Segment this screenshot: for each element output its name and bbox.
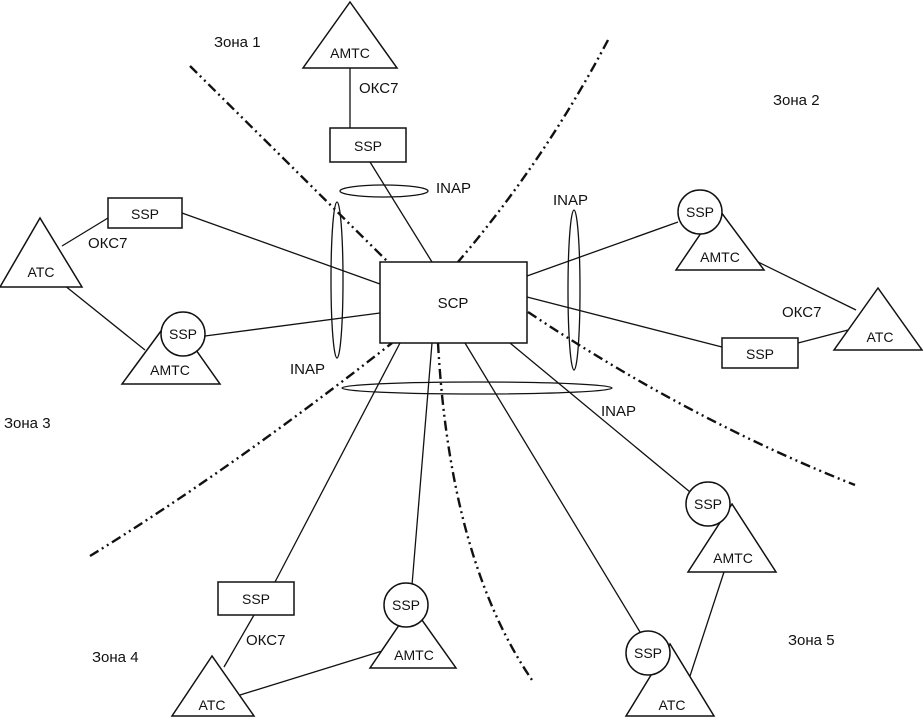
inap-ellipse-top [339, 184, 429, 198]
link-ssp1-scp [369, 161, 433, 263]
okc7-label-zone1: ОКС7 [359, 80, 398, 97]
inap-ellipse-left [330, 201, 344, 359]
ssp-label-zone4-box: SSP [242, 591, 270, 607]
link-ats3-amtc3 [63, 284, 146, 351]
link-scp-ssp4b [411, 342, 433, 586]
ssp-circle-zone5a [685, 481, 731, 527]
link-scp-ssp5a [509, 342, 691, 493]
zone-1-nodes: AMTC ОКС7 SSP INAP [301, 0, 471, 197]
link-amtc2-ats2 [757, 261, 857, 311]
link-amtc4-ats4 [239, 647, 393, 696]
ssp-label-zone3-box: SSP [131, 206, 159, 222]
boundary-zone1-zone3 [189, 65, 389, 263]
ats-label-zone2: ATC [867, 329, 894, 345]
ats-triangle-zone5 [624, 642, 716, 717]
ssp-label-zone3-circle: SSP [169, 326, 197, 342]
okc7-label-zone2: ОКС7 [782, 304, 821, 321]
ssp-label-zone2-circle: SSP [686, 204, 714, 220]
zone-2-label: Зона 2 [773, 92, 820, 109]
scp-box [379, 261, 528, 344]
scp-node: SCP [379, 261, 528, 344]
zone-5-label: Зона 5 [788, 632, 835, 649]
inap-label-bottom: INAP [601, 403, 636, 420]
link-scp-ssp5b [464, 342, 641, 633]
boundary-zone2-zone5 [527, 311, 856, 487]
okc7-label-zone4: ОКС7 [246, 632, 285, 649]
amtc-label-zone3: AMTC [150, 362, 190, 378]
ssp-label-zone5b: SSP [634, 645, 662, 661]
amtc-label-zone1: AMTC [330, 45, 370, 61]
ssp-box-zone2 [721, 337, 799, 369]
ssp-circle-zone3 [160, 311, 206, 357]
ssp-box-zone4 [217, 581, 295, 616]
zone-1-label: Зона 1 [214, 34, 261, 51]
okc7-label-zone3: ОКС7 [88, 235, 127, 252]
ssp-label-zone2-box: SSP [746, 346, 774, 362]
ats-label-zone3: ATC [28, 264, 55, 280]
amtc-label-zone5: AMTC [713, 550, 753, 566]
ssp-box-zone3 [107, 197, 183, 229]
connections [61, 68, 857, 696]
link-ssp3b-scp [204, 312, 381, 337]
amtc-triangle-zone2 [674, 206, 766, 271]
zone-3-nodes: SSP ОКС7 ATC AMTC SSP INAP [0, 197, 325, 385]
boundary-zone3-zone4 [89, 342, 393, 558]
ats-triangle-zone4 [170, 654, 256, 717]
boundary-zone4-zone5 [436, 342, 533, 681]
ats-label-zone4: ATC [199, 697, 226, 713]
amtc-triangle-zone1 [301, 0, 399, 69]
zone-5-nodes: INAP AMTC SSP ATC SSP [601, 403, 778, 717]
zone-boundaries [89, 39, 856, 681]
amtc-triangle-zone4 [368, 604, 458, 669]
inap-ellipse-bottom [341, 381, 613, 395]
inap-ellipse-right [567, 209, 581, 371]
scp-label: SCP [438, 295, 469, 312]
ssp-circle-zone2 [677, 189, 723, 235]
amtc-triangle-zone5 [686, 502, 778, 573]
link-ssp2b-scp [526, 296, 723, 348]
ats-triangle-zone3 [0, 216, 84, 288]
ssp-label-zone4-circle: SSP [392, 597, 420, 613]
ats-triangle-zone2 [832, 286, 923, 351]
zone-labels: Зона 1 Зона 2 Зона 3 Зона 4 Зона 5 [4, 34, 835, 666]
zone-2-nodes: INAP AMTC SSP ОКС7 ATC SSP [553, 189, 923, 369]
amtc-label-zone2: AMTC [700, 249, 740, 265]
ssp-label-zone1: SSP [354, 138, 382, 154]
link-ssp2b-ats2 [797, 329, 849, 344]
zone-4-label: Зона 4 [92, 649, 139, 666]
inap-label-right: INAP [553, 192, 588, 209]
ssp-circle-zone4 [383, 582, 429, 628]
link-amtc5-ats5 [689, 571, 725, 677]
ats-label-zone5: ATC [659, 697, 686, 713]
ssp-box-zone1 [329, 127, 407, 163]
link-scp-ssp4a [274, 342, 401, 583]
link-ssp2a-scp [526, 221, 679, 277]
link-ssp3a-scp [181, 212, 381, 285]
link-ats3-ssp3a [61, 217, 109, 247]
ssp-label-zone5a: SSP [694, 496, 722, 512]
boundary-zone1-zone2 [457, 39, 610, 263]
zone-3-label: Зона 3 [4, 415, 51, 432]
zone-4-nodes: SSP ОКС7 ATC AMTC SSP [170, 581, 458, 717]
ssp-circle-zone5b [625, 630, 671, 676]
inap-label-top: INAP [436, 180, 471, 197]
link-ssp4a-ats4 [223, 614, 255, 668]
amtc-label-zone4: AMTC [394, 647, 434, 663]
inap-label-left: INAP [290, 361, 325, 378]
